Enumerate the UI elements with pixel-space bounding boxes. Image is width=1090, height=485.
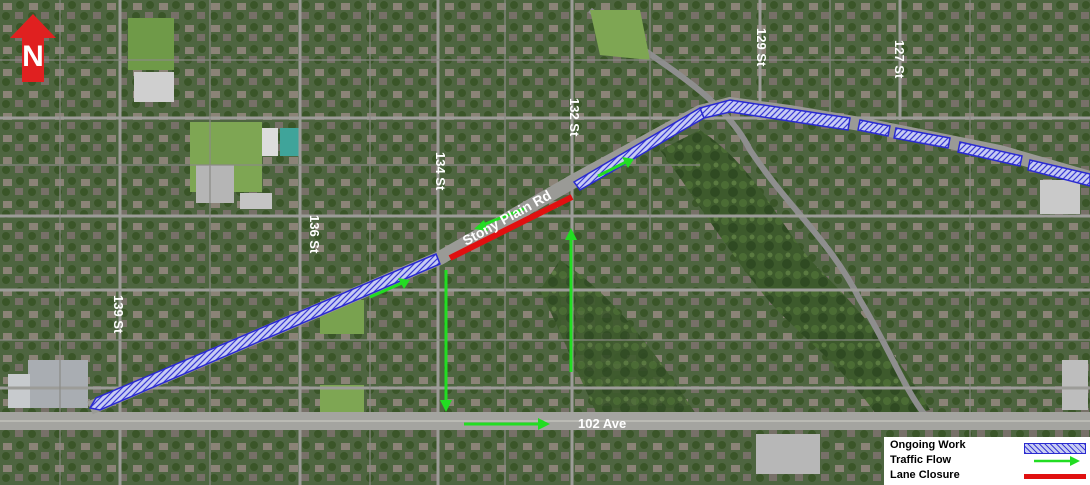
street-label-129-st: 129 St — [754, 28, 769, 67]
hatched-blue-bar-icon — [1024, 443, 1086, 454]
ongoing-work-segments — [88, 99, 1090, 411]
park-field-2 — [320, 385, 364, 415]
building — [262, 128, 278, 156]
ravine-forest — [660, 130, 930, 420]
street-label-102-ave: 102 Ave — [578, 416, 626, 431]
building — [1040, 180, 1080, 214]
building — [1062, 360, 1088, 410]
green-area-north — [590, 10, 650, 60]
legend-label-lane-closure: Lane Closure — [890, 469, 960, 481]
traffic-flow-arrows — [369, 157, 634, 430]
ravine-road — [588, 7, 928, 417]
red-bar-icon — [1024, 474, 1086, 479]
green-field — [128, 18, 174, 70]
street-label-132-st: 132 St — [567, 98, 582, 137]
tennis-court — [280, 128, 300, 156]
north-arrow-icon: N — [10, 14, 56, 82]
green-arrow-icon — [1034, 456, 1080, 466]
map-legend: Ongoing Work Traffic Flow Lane Closure — [884, 437, 1090, 485]
street-label-139-st: 139 St — [111, 295, 126, 334]
north-letter: N — [22, 40, 44, 73]
street-label-127-st: 127 St — [892, 40, 907, 79]
lane-closure-bar — [448, 194, 574, 261]
school-building — [196, 165, 234, 203]
building — [756, 434, 820, 474]
street-label-134-st: 134 St — [433, 152, 448, 191]
building — [8, 374, 30, 408]
building — [134, 72, 174, 102]
street-label-136-st: 136 St — [307, 215, 322, 254]
legend-label-ongoing-work: Ongoing Work — [890, 439, 966, 451]
building — [240, 193, 272, 209]
legend-label-traffic-flow: Traffic Flow — [890, 454, 952, 466]
tower-building — [28, 360, 88, 408]
